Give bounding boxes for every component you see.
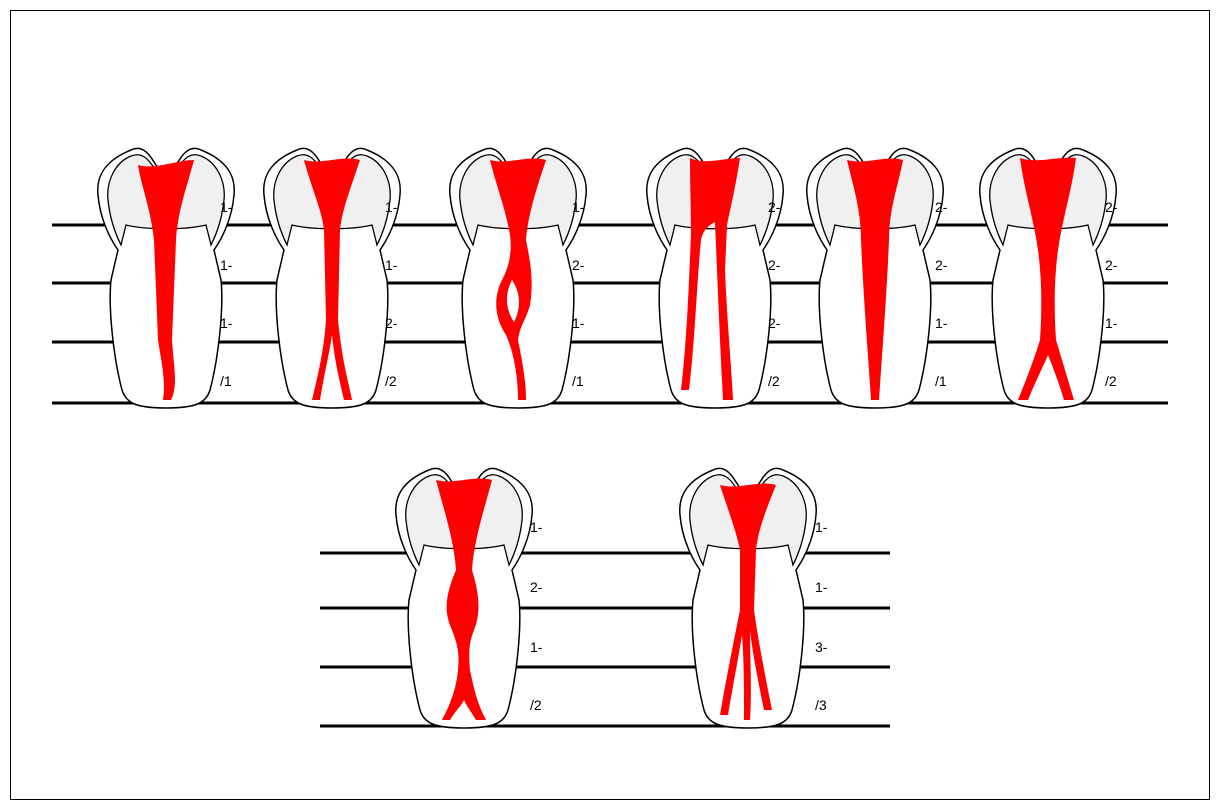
tooth-6-label-1: 2- [1105,199,1118,215]
teeth-group [98,148,1116,728]
tooth-7 [396,468,532,728]
tooth-4-label-3: 2- [768,315,781,331]
tooth-6-label-4: /2 [1105,373,1117,389]
tooth-8-label-1: 1- [815,519,828,535]
tooth-4-label-2: 2- [768,257,781,273]
tooth-4 [647,148,783,408]
tooth-3-label-2: 2- [572,257,585,273]
tooth-5-label-1: 2- [935,199,948,215]
tooth-3-label-4: /1 [572,373,584,389]
tooth-6-label-2: 2- [1105,257,1118,273]
tooth-3-label-1: 1- [572,199,585,215]
tooth-8-label-2: 1- [815,579,828,595]
tooth-1-label-4: /1 [220,373,232,389]
tooth-6 [980,148,1116,408]
tooth-1-label-1: 1- [220,199,233,215]
tooth-4-label-4: /2 [768,373,780,389]
tooth-2 [264,148,400,408]
tooth-5 [807,148,943,408]
tooth-8-label-4: /3 [815,697,827,713]
tooth-2-label-1: 1- [385,199,398,215]
tooth-2-label-2: 1- [385,257,398,273]
tooth-1-label-2: 1- [220,257,233,273]
tooth-7-label-4: /2 [530,697,542,713]
tooth-3 [450,148,586,408]
tooth-7-label-3: 1- [530,639,543,655]
tooth-3-label-3: 1- [572,315,585,331]
tooth-2-label-3: 2- [385,315,398,331]
tooth-1 [98,148,234,408]
tooth-8 [680,468,816,728]
guide-lines-row-2 [320,553,890,726]
tooth-4-label-1: 2- [768,199,781,215]
tooth-7-label-1: 1- [530,519,543,535]
tooth-6-label-3: 1- [1105,315,1118,331]
tooth-2-label-4: /2 [385,373,397,389]
tooth-5-label-3: 1- [935,315,948,331]
tooth-5-label-4: /1 [935,373,947,389]
tooth-5-label-2: 2- [935,257,948,273]
tooth-7-label-2: 2- [530,579,543,595]
tooth-8-label-3: 3- [815,639,828,655]
tooth-1-label-3: 1- [220,315,233,331]
